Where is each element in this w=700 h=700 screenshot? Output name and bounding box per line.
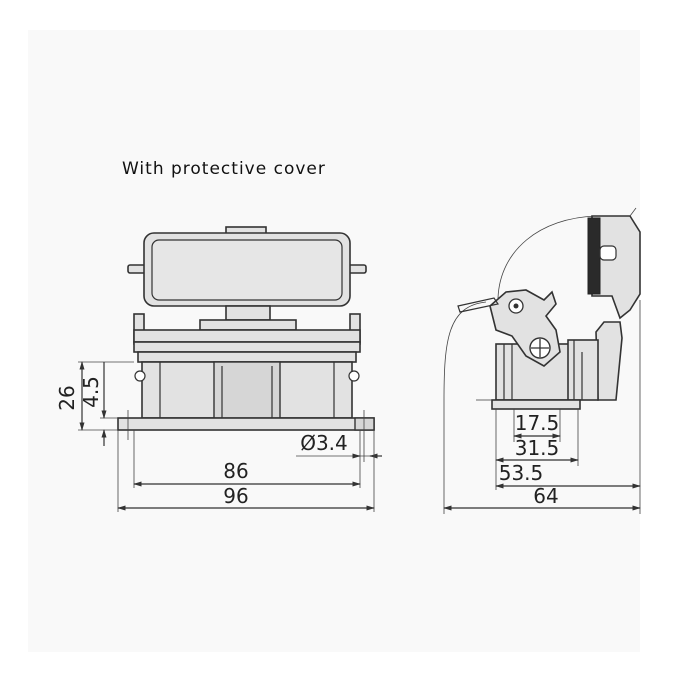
drawing-caption: With protective cover xyxy=(122,159,326,179)
side-flange xyxy=(491,399,581,410)
dim-side-53-5: 53.5 xyxy=(499,461,544,485)
cover-arm xyxy=(595,321,623,401)
housing-band-middle xyxy=(133,341,361,353)
open-cover-body xyxy=(591,215,641,320)
side-housing-rear-block xyxy=(567,339,599,401)
dim-side-31-5: 31.5 xyxy=(515,436,560,460)
housing-band-top xyxy=(133,329,361,343)
dim-height-total: 26 xyxy=(55,385,79,410)
open-cover-gasket xyxy=(587,217,601,295)
dim-overall-width: 96 xyxy=(223,484,248,508)
mounting-flange xyxy=(117,417,375,431)
cover-neck xyxy=(225,305,271,321)
dim-hole-diameter: Ø3.4 xyxy=(300,431,348,455)
side-view xyxy=(443,207,641,514)
lever-swing-arc xyxy=(443,301,487,401)
cover-slot-icon xyxy=(599,245,617,261)
front-view xyxy=(78,226,382,512)
right-latch-pin-icon xyxy=(348,370,360,382)
dim-height-flange: 4.5 xyxy=(79,376,103,408)
dim-overall-depth: 64 xyxy=(533,484,558,508)
cover-hinge-bar xyxy=(199,319,297,331)
housing-band-lower xyxy=(137,351,357,363)
lever-handle xyxy=(457,297,499,313)
left-latch-pin-icon xyxy=(134,370,146,382)
housing-center-recess xyxy=(213,361,281,419)
cover-swing-arc xyxy=(497,215,597,299)
flange-hole-section xyxy=(354,417,375,431)
dim-side-17-5: 17.5 xyxy=(515,411,560,435)
dim-hole-spacing: 86 xyxy=(223,459,248,483)
protective-cover-inner xyxy=(151,239,343,301)
